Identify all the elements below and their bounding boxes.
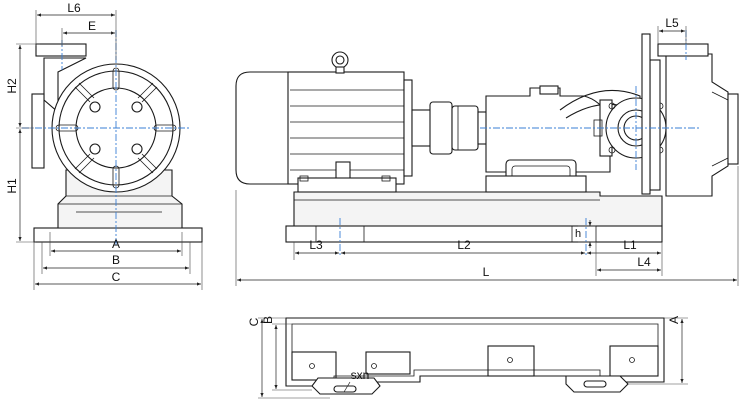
end-view bbox=[22, 30, 203, 246]
plan-anchor-lug-right bbox=[565, 375, 629, 393]
end-view-discharge-flange bbox=[35, 43, 87, 57]
dim-C: C bbox=[112, 270, 121, 284]
end-view-discharge-pipe bbox=[43, 57, 87, 114]
dim-L5: L5 bbox=[665, 16, 679, 30]
bearing-housing bbox=[485, 87, 611, 173]
dim-h: h bbox=[575, 228, 581, 240]
end-view-bolts bbox=[89, 101, 143, 155]
coupling-right bbox=[451, 105, 479, 151]
dim-plan-A: A bbox=[667, 316, 681, 324]
plan-anchor-slot-left bbox=[333, 385, 357, 393]
dim-E: E bbox=[88, 19, 96, 33]
dim-B: B bbox=[112, 253, 120, 267]
front-view-base-bottom bbox=[285, 225, 663, 243]
dim-plan-C: C bbox=[247, 317, 261, 326]
pump-cover bbox=[727, 93, 739, 165]
front-view-baseplate bbox=[293, 191, 663, 227]
pump-casing bbox=[665, 53, 729, 197]
end-view-ribs bbox=[55, 67, 177, 189]
front-view bbox=[235, 30, 739, 256]
dim-L6: L6 bbox=[67, 1, 81, 15]
plan-foot-pad-2 bbox=[365, 351, 411, 375]
dim-plan-B: B bbox=[261, 316, 275, 324]
pump-discharge-flange bbox=[657, 43, 709, 57]
dim-L: L bbox=[483, 265, 490, 279]
motor-feet bbox=[297, 177, 397, 193]
plan-view-dimensions: C B A sxn bbox=[247, 316, 688, 399]
plan-view bbox=[285, 317, 665, 395]
dim-L1: L1 bbox=[623, 238, 637, 252]
end-view-dimensions: L6 E H2 H1 A B C bbox=[5, 1, 203, 290]
motor-lifting-eye bbox=[331, 51, 349, 69]
dim-L2: L2 bbox=[457, 238, 471, 252]
dim-L4: L4 bbox=[637, 255, 651, 269]
coupling-left bbox=[429, 101, 453, 155]
plan-foot-pad-1 bbox=[291, 351, 337, 381]
motor-flange bbox=[403, 79, 413, 177]
plan-foot-pad-3 bbox=[487, 345, 535, 377]
dim-H1: H1 bbox=[5, 178, 19, 194]
plan-anchor-slot-right bbox=[583, 380, 607, 388]
label-sxn: sxn bbox=[351, 368, 370, 382]
dim-A: A bbox=[112, 237, 120, 251]
plan-foot-pad-4 bbox=[609, 345, 659, 377]
dim-L3: L3 bbox=[309, 238, 323, 252]
front-view-dimensions: L5 h L3 L2 L1 L4 L bbox=[235, 16, 739, 286]
motor-end-cap bbox=[235, 71, 291, 185]
dim-H2: H2 bbox=[5, 78, 19, 94]
oil-cap bbox=[539, 85, 559, 95]
shaft bbox=[411, 109, 433, 147]
end-view-side-flange bbox=[31, 93, 45, 169]
